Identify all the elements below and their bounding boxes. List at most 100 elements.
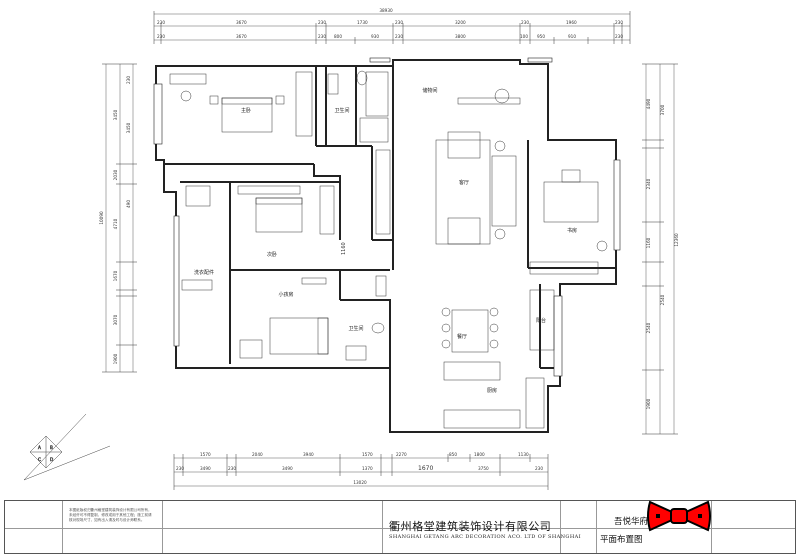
tb-cell-project [597, 501, 712, 553]
svg-text:3490: 3490 [200, 466, 211, 471]
svg-text:4710: 4710 [113, 218, 118, 229]
room-living: 客厅 [459, 179, 469, 186]
top-dimensions [153, 11, 631, 44]
red-bow-icon [647, 500, 711, 532]
project-name: 吾悦华府 [614, 517, 649, 527]
svg-text:C: C [38, 457, 41, 462]
svg-text:850: 850 [449, 452, 457, 457]
svg-text:2030: 2030 [113, 169, 118, 180]
svg-text:230: 230 [395, 34, 403, 39]
svg-text:1670: 1670 [418, 465, 433, 472]
svg-text:230: 230 [395, 20, 403, 25]
dim-left: 3450 2030 4710 1670 3070 1900 230 3450 4… [113, 76, 131, 365]
svg-text:2270: 2270 [396, 452, 407, 457]
svg-text:2340: 2340 [646, 178, 651, 189]
svg-text:1130: 1130 [518, 452, 529, 457]
svg-text:1570: 1570 [362, 452, 373, 457]
svg-text:1160: 1160 [646, 237, 651, 248]
dim-bottom-outer: 13020 [353, 480, 367, 485]
svg-text:490: 490 [126, 200, 131, 208]
windows [153, 57, 621, 377]
svg-text:2540: 2540 [646, 322, 651, 333]
svg-text:950: 950 [537, 34, 545, 39]
room-study: 书房 [567, 227, 577, 234]
dim-top-row2: 230 3670 230 800 930 230 3800 100 950 91… [157, 34, 623, 39]
dim-right-total: 12360 [674, 233, 679, 247]
svg-text:230: 230 [228, 466, 236, 471]
svg-text:2040: 2040 [252, 452, 263, 457]
dim-right: 4490 2340 1160 2540 1900 3700 2540 [646, 98, 665, 409]
svg-text:930: 930 [371, 34, 379, 39]
svg-text:230: 230 [176, 466, 184, 471]
svg-text:3940: 3940 [303, 452, 314, 457]
company-name-en: SHANGHAI GETANG ARC DECORATION ACO. LTD … [389, 534, 581, 540]
tb-notes-text: 本图纸版权归衢州格堂建筑装饰设计有限公司所有，未经许可不得复制、修改或用于其他工… [69, 508, 152, 523]
dim-top-row1: 230 3670 230 1730 230 3200 230 1960 230 [157, 20, 623, 25]
svg-text:2540: 2540 [660, 294, 665, 305]
room-corridor: 洗衣配件 [194, 269, 214, 276]
room-labels: 主卧 卫生间 储物间 次卧 洗衣配件 小孩房 卫生间 客厅 书房 餐厅 厨房 阳… [194, 87, 577, 394]
svg-text:800: 800 [334, 34, 342, 39]
room-second: 次卧 [267, 251, 277, 258]
tb-cell-notes-head [5, 501, 63, 553]
svg-text:230: 230 [126, 76, 131, 84]
dim-bottom-row2: 230 3490 230 3490 1370 1670 3750 230 [176, 465, 543, 472]
svg-text:230: 230 [157, 34, 165, 39]
company-name-cn: 衢州格堂建筑装饰设计有限公司 [389, 520, 552, 533]
svg-text:230: 230 [615, 34, 623, 39]
dim-bottom-row1: 1570 2040 3940 1570 2270 850 1800 1130 [200, 452, 529, 457]
sheet-title: 平面布置图 [600, 535, 643, 545]
furniture [169, 70, 608, 429]
svg-text:4490: 4490 [646, 98, 651, 109]
room-balcony: 阳台 [536, 317, 546, 324]
svg-text:1800: 1800 [474, 452, 485, 457]
bottom-dimensions [173, 454, 549, 490]
compass-icon: A B C D [23, 413, 111, 481]
svg-text:230: 230 [318, 34, 326, 39]
svg-text:230: 230 [535, 466, 543, 471]
svg-text:D: D [50, 457, 53, 462]
svg-text:3490: 3490 [282, 466, 293, 471]
svg-text:230: 230 [157, 20, 165, 25]
svg-text:B: B [50, 445, 53, 450]
room-storage: 储物间 [422, 87, 437, 94]
tb-cell-signatures [163, 501, 383, 553]
room-dining: 餐厅 [457, 333, 467, 340]
svg-text:1900: 1900 [646, 398, 651, 409]
svg-text:1570: 1570 [200, 452, 211, 457]
svg-text:3200: 3200 [455, 20, 466, 25]
room-master: 主卧 [241, 107, 251, 114]
svg-text:3670: 3670 [236, 34, 247, 39]
svg-text:910: 910 [568, 34, 576, 39]
svg-text:A: A [38, 445, 41, 450]
room-bath2: 卫生间 [348, 325, 363, 332]
svg-text:3700: 3700 [660, 104, 665, 115]
svg-text:230: 230 [615, 20, 623, 25]
dim-left-total: 10090 [99, 211, 104, 225]
svg-text:3070: 3070 [113, 314, 118, 325]
svg-text:230: 230 [521, 20, 529, 25]
svg-text:1960: 1960 [566, 20, 577, 25]
tb-cell-labels [561, 501, 597, 553]
room-kitchen: 厨房 [487, 387, 497, 394]
room-master-bath: 卫生间 [334, 107, 349, 114]
room-child: 小孩房 [278, 291, 293, 298]
svg-text:3750: 3750 [478, 466, 489, 471]
dim-top-outer: 38930 [379, 8, 393, 13]
svg-text:100: 100 [520, 34, 528, 39]
svg-text:3450: 3450 [113, 109, 118, 120]
tb-divider [5, 528, 795, 529]
tb-cell-company [383, 501, 561, 553]
door-dim-label: 1160 [341, 242, 347, 255]
svg-text:230: 230 [318, 20, 326, 25]
right-dimensions [642, 63, 678, 435]
svg-text:3450: 3450 [126, 122, 131, 133]
left-dimensions [102, 63, 137, 373]
svg-text:1670: 1670 [113, 270, 118, 281]
svg-text:1370: 1370 [362, 466, 373, 471]
svg-text:1900: 1900 [113, 353, 118, 364]
svg-text:1730: 1730 [357, 20, 368, 25]
svg-text:3800: 3800 [455, 34, 466, 39]
tb-cell-sheetno [712, 501, 797, 553]
